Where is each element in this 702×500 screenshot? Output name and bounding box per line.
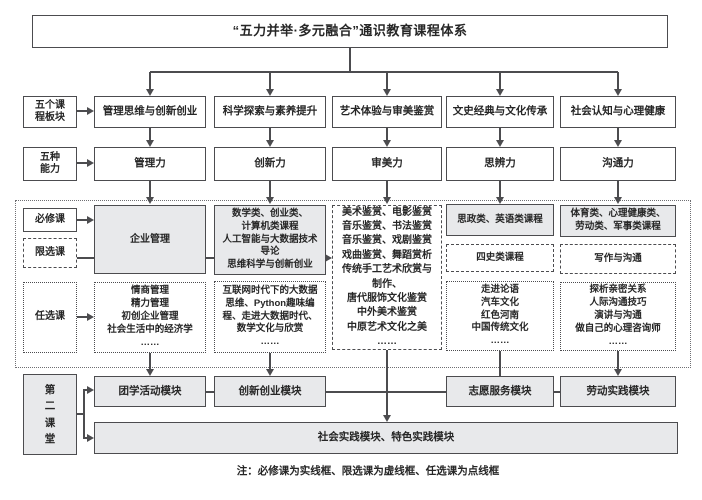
arrow-right-icon [87,159,94,167]
connector-line [617,181,619,197]
arrow-down-icon [496,140,504,147]
elective-box-critical-thinking: 走进论语 汽车文化 红色河南 中国传统文化 …… [446,281,554,351]
ability-box-2: 创新力 [214,147,326,181]
connector-line [499,72,501,89]
connector-line [386,72,388,89]
arrow-down-icon [614,89,622,96]
arrow-down-icon [383,197,391,204]
connector-line [206,391,560,393]
module-box-league-activities: 团学活动模块 [94,376,206,407]
connector-line [149,353,151,369]
module-box-volunteer-service: 志愿服务模块 [446,376,554,407]
arrow-down-icon [266,140,274,147]
arrow-right-icon [325,254,332,262]
required-box-management: 企业管理 [94,205,206,274]
connector-line [149,128,151,140]
connector-line [499,128,501,140]
required-box-communication: 体育类、心理健康类、 劳动类、军事类课程 [560,205,676,237]
limited-box-aesthetics: 美术鉴赏、电影鉴赏 音乐鉴赏、书法鉴赏 音乐鉴赏、戏剧鉴赏 戏曲鉴赏、舞蹈赏析 … [332,205,442,350]
connector-line [77,316,88,318]
arrow-down-icon [266,89,274,96]
ability-box-4: 思辨力 [446,147,554,181]
elective-box-innovation: 互联网时代下的大数据 思维、Python趣味编 程、走进大数据时代、 数学文化与… [214,281,326,353]
course-module-box-4: 文史经典与文化传承 [446,96,554,128]
connector-line [386,128,388,140]
connector-line [83,389,88,391]
arrow-down-icon [383,89,391,96]
ability-box-3: 审美力 [332,147,442,181]
arrow-down-icon [383,415,391,422]
arrow-down-icon [614,197,622,204]
label-second-classroom: 第 二 课 堂 [23,374,77,455]
connector-line [77,413,84,415]
diagram-title: “五力并举·多元融合”通识教育课程体系 [32,15,668,48]
arrow-down-icon [146,197,154,204]
connector-line [77,219,88,221]
connector-line [499,181,501,197]
connector-line [150,71,618,73]
connector-line [617,351,619,369]
module-box-labor-practice: 劳动实践模块 [560,376,676,407]
course-module-box-1: 管理思维与创新创业 [94,96,206,128]
connector-line [499,351,501,376]
arrow-right-icon [87,386,94,394]
arrow-right-icon [87,107,94,115]
elective-box-management: 情商管理 精力管理 初创企业管理 社会生活中的经济学 …… [94,282,206,353]
arrow-right-icon [87,216,94,224]
arrow-down-icon [614,369,622,376]
label-required-course: 必修课 [23,208,77,232]
ability-box-5: 沟通力 [560,147,676,181]
connector-line [349,48,351,72]
module-box-social-practice: 社会实践模块、特色实践模块 [94,422,678,454]
course-module-box-3: 艺术体验与审美鉴赏 [332,96,442,128]
arrow-down-icon [496,197,504,204]
course-type-section-frame [15,200,691,368]
course-module-box-2: 科学探索与素养提升 [214,96,326,128]
arrow-down-icon [266,369,274,376]
label-five-abilities: 五种 能力 [23,147,77,181]
arrow-right-icon [87,434,94,442]
connector-line [386,181,388,197]
connector-line [149,72,151,89]
course-module-box-5: 社会认知与心理健康 [560,96,676,128]
connector-line [83,437,88,439]
connector-line [77,110,88,112]
limited-box-communication: 写作与沟通 [560,244,676,274]
connector-line [269,181,271,197]
limited-box-critical-thinking: 四史类课程 [446,244,554,272]
label-five-course-modules: 五个课 程板块 [23,96,77,128]
elective-box-communication: 探析亲密关系 人际沟通技巧 演讲与沟通 做自己的心理咨询师 …… [560,282,676,351]
label-elective-course: 任选课 [23,282,77,353]
arrow-down-icon [266,197,274,204]
module-box-innovation-entrepreneurship: 创新创业模块 [214,376,326,407]
connector-line [149,181,151,197]
arrow-down-icon [146,89,154,96]
connector-line [617,128,619,140]
legend-note: 注：必修课为实线框、限选课为虚线框、任选课为点线框 [236,465,500,477]
arrow-down-icon [496,89,504,96]
required-box-innovation: 数学类、创业类、 计算机类课程 人工智能与大数据技术 导论 思维科学与创新创业 [214,205,326,275]
connector-line [83,389,85,439]
arrow-down-icon [614,140,622,147]
connector-line [386,350,388,415]
label-limited-course: 限选课 [23,238,77,268]
connector-line [77,162,88,164]
arrow-right-icon [87,313,94,321]
arrow-down-icon [383,140,391,147]
connector-line [269,128,271,140]
required-box-critical-thinking: 思政类、英语类课程 [446,204,554,236]
arrow-down-icon [146,140,154,147]
connector-line [269,353,271,369]
arrow-down-icon [146,369,154,376]
connector-line [617,72,619,89]
connector-line [269,72,271,89]
ability-box-1: 管理力 [94,147,206,181]
